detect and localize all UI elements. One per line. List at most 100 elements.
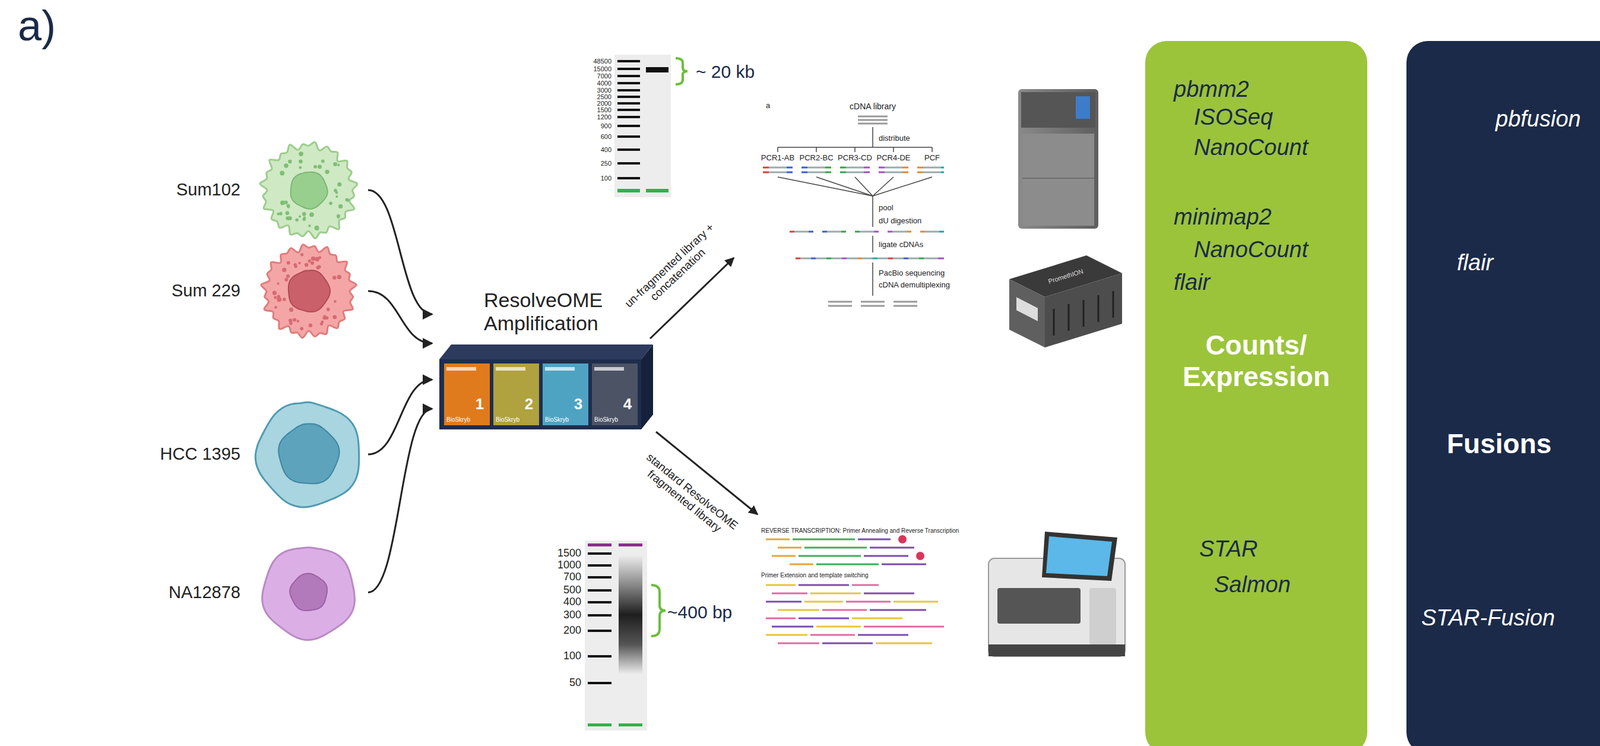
cell-granule [332,314,337,319]
gel-image [587,564,612,567]
cell-nucleus [289,572,328,611]
kit-number: 1 [475,395,484,413]
device-label: PromethION [1047,267,1085,285]
gel-image [587,588,612,592]
rt-schematic [765,617,796,620]
ladder-size: 300 [563,609,582,622]
library-schematic [857,257,863,260]
brand-logo: BioSkryb [594,416,619,423]
cell-granule [328,201,333,205]
library-schematic [762,166,769,169]
library-schematic [807,166,826,169]
cell-granule [287,159,292,164]
kit-box [591,363,638,426]
library-schematic [795,257,801,260]
library-schematic [816,176,873,196]
cell-granule [337,163,340,167]
pcr-label: PCR1-AB [761,153,795,163]
gel-image [618,723,643,727]
library-schematic [863,171,870,174]
kit-box [594,366,624,371]
gel-image [587,723,612,727]
gel-image [618,555,643,674]
cell-granule [286,261,291,265]
gel-image [645,188,669,193]
arrow-connector [368,189,433,315]
library-schematic [807,171,826,174]
kit-box [493,363,540,426]
cell-granule [318,255,322,259]
tool-name: pbfusion [1495,106,1582,133]
rt-schematic [822,642,873,645]
sequencer-promethion [1009,255,1123,348]
rt-schematic [863,555,909,557]
schematic-label: dU digestion [878,216,922,226]
gel-image [617,108,640,112]
library-schematic [815,257,827,260]
gel-image [587,552,612,555]
rt-schematic [792,538,855,541]
library-schematic [872,195,874,227]
arrow-connector [368,408,433,592]
cell-granule [336,214,341,218]
cell-granule [335,191,339,195]
ladder-size: 3000 [597,86,612,94]
ladder-size: 600 [600,132,612,141]
library-schematic [801,171,808,174]
library-schematic [872,235,874,253]
library-schematic [822,230,828,233]
library-schematic [857,122,888,125]
library-schematic [768,166,787,169]
rt-schematic [765,538,790,541]
cell-label: Sum 229 [171,280,241,301]
cell-illustration [262,547,356,640]
library-arrow [656,431,758,515]
library-schematic [826,257,832,260]
panel-heading: Fusions [1446,428,1552,460]
rt-schematic [765,584,796,586]
sequencer-illumina [1041,531,1118,581]
rt-schematic [777,546,802,549]
ladder-size: 48500 [593,57,612,65]
pcr-label: PCR4-DE [876,153,911,163]
cell-granule [279,170,285,176]
sequencer-illumina [1089,587,1117,645]
schematic-label: cDNA demultiplexing [878,280,950,290]
schematic-label: cDNA library [849,102,896,112]
library-schematic [872,176,933,196]
tool-name: pbmm2 [1173,76,1250,103]
panel-letter: a) [17,2,56,50]
cell-granule [292,317,297,322]
kit-box [439,344,654,360]
cell-node: NA12878 [106,540,369,645]
rt-schematic [804,546,867,549]
library-schematic [941,166,944,169]
cell-illustration [249,397,369,511]
library-schematic [854,176,873,196]
cell-granule [333,299,337,303]
cell-granule [303,216,307,220]
rt-schematic [857,538,891,541]
library-schematic [906,230,912,233]
rt-schematic [851,617,903,620]
library-schematic [831,257,842,260]
rt-schematic [851,584,879,586]
ladder-size: 1200 [597,113,612,121]
tool-name: NanoCount [1193,134,1308,161]
cell-granule [277,294,281,298]
rt-schematic [777,642,820,645]
rt-schematic [881,563,927,566]
library-schematic [903,257,909,260]
library-schematic [917,171,924,174]
library-schematic [873,230,879,233]
cell-granule [289,321,293,326]
library-schematic [878,166,885,169]
gel-image [584,540,666,731]
cell-membrane [260,141,358,239]
cell-granule [308,224,311,227]
ladder-size: 4000 [597,79,612,87]
tool-name: ISOSeq [1193,104,1273,131]
library-schematic [841,230,847,233]
ladder-size: 50 [569,676,582,689]
brand-logo: BioSkryb [495,416,520,423]
